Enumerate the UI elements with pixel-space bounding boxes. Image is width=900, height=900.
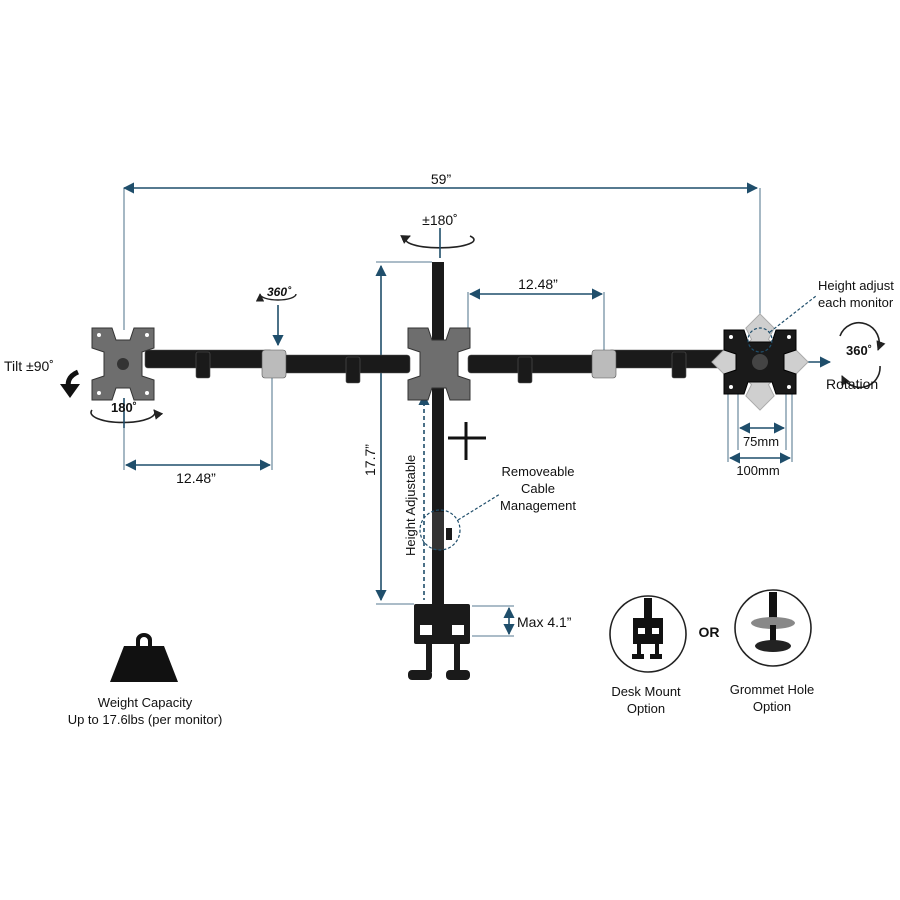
mount-arms bbox=[144, 349, 727, 384]
cable-management-callout bbox=[419, 493, 501, 551]
pole-swivel-arrow bbox=[400, 228, 475, 258]
vesa-75-label: 75mm bbox=[742, 434, 780, 449]
arm-left-inner bbox=[279, 354, 411, 374]
right-rotation-circle bbox=[839, 322, 886, 389]
desk-mount-line1: Desk Mount bbox=[611, 684, 681, 699]
tilt-arrow bbox=[60, 369, 80, 398]
height-adjust-callout-line1: Height adjust bbox=[818, 278, 894, 293]
left-elbow-joint bbox=[261, 349, 287, 379]
grommet-line1: Grommet Hole bbox=[729, 682, 815, 697]
cable-callout-line2: Cable bbox=[521, 481, 555, 496]
weight-capacity-line2: Up to 17.6lbs (per monitor) bbox=[67, 712, 223, 727]
right-rotation-label: Rotation bbox=[826, 376, 879, 392]
right-elbow-joint bbox=[591, 349, 617, 379]
weight-capacity-line1: Weight Capacity bbox=[97, 695, 193, 710]
arm-joint-rotation-label: 360˚ bbox=[266, 285, 292, 299]
left-vesa-plate bbox=[91, 327, 155, 401]
cable-callout-line3: Management bbox=[500, 498, 576, 513]
desk-mount-option-icon bbox=[609, 595, 687, 673]
center-vesa-plate bbox=[407, 327, 471, 401]
clamp-max-label: Max 4.1” bbox=[517, 614, 572, 630]
or-label: OR bbox=[698, 624, 720, 640]
total-width-label: 59” bbox=[430, 171, 452, 187]
tilt-label: Tilt ±90˚ bbox=[4, 358, 54, 374]
height-adjust-callout-line2: each monitor bbox=[818, 295, 894, 310]
center-pole bbox=[432, 262, 444, 612]
pole-height-label: 17.7” bbox=[362, 444, 378, 476]
right-arm-length-label: 12.48” bbox=[518, 276, 558, 292]
left-swivel-label: 180˚ bbox=[110, 400, 138, 415]
left-arm-length-label: 12.48” bbox=[176, 470, 216, 486]
dimension-lines bbox=[122, 182, 832, 637]
grommet-option-icon bbox=[734, 589, 812, 667]
arm-right-outer bbox=[607, 349, 727, 369]
arm-right-inner bbox=[467, 354, 601, 374]
desk-clamp bbox=[408, 604, 470, 680]
pole-swivel-label: ±180˚ bbox=[422, 212, 458, 228]
vesa-100-label: 100mm bbox=[736, 463, 780, 478]
arm-joint-rotation-arrow bbox=[255, 293, 297, 302]
desk-mount-line2: Option bbox=[626, 701, 666, 716]
right-rotation-value: 360˚ bbox=[846, 343, 873, 358]
left-swivel-arrow bbox=[90, 398, 164, 428]
height-adjustable-label: Height Adjustable bbox=[403, 454, 418, 556]
cable-callout-line1: Removeable bbox=[501, 464, 575, 479]
weight-icon bbox=[110, 633, 178, 682]
cross-mark bbox=[448, 422, 486, 460]
grommet-line2: Option bbox=[752, 699, 792, 714]
right-vesa-plate bbox=[711, 295, 817, 411]
